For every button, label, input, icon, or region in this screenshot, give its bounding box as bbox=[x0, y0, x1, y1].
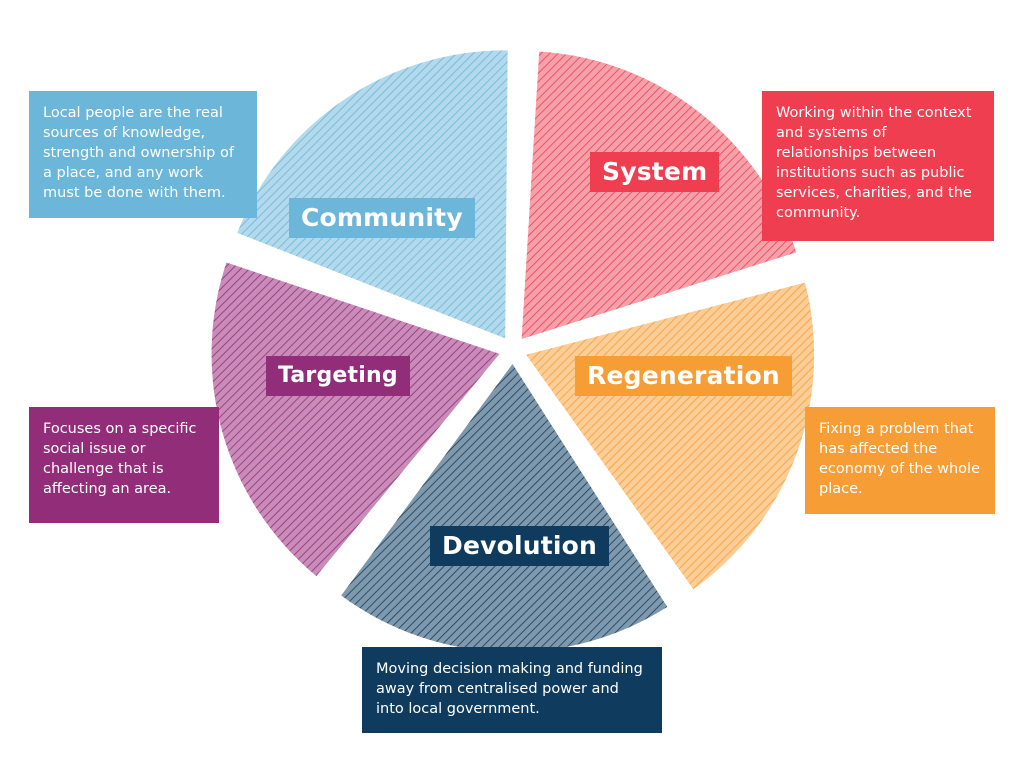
segment-label-targeting: Targeting bbox=[266, 356, 410, 396]
segment-label-system: System bbox=[590, 152, 720, 192]
pie-segment-targeting bbox=[211, 262, 500, 577]
callout-devolution: Moving decision making and funding away … bbox=[362, 647, 662, 733]
pie-segment-devolution bbox=[341, 363, 668, 652]
callout-system: Working within the context and systems o… bbox=[762, 91, 994, 241]
segment-label-devolution: Devolution bbox=[430, 526, 610, 566]
pie-segment-system bbox=[521, 51, 797, 339]
callout-community: Local people are the real sources of kno… bbox=[29, 91, 257, 218]
callout-regeneration: Fixing a problem that has affected the e… bbox=[805, 407, 995, 514]
callout-targeting: Focuses on a specific social issue or ch… bbox=[29, 407, 219, 523]
pie-segment-community bbox=[237, 50, 508, 339]
segment-label-regeneration: Regeneration bbox=[575, 356, 792, 396]
segment-label-community: Community bbox=[289, 198, 475, 238]
